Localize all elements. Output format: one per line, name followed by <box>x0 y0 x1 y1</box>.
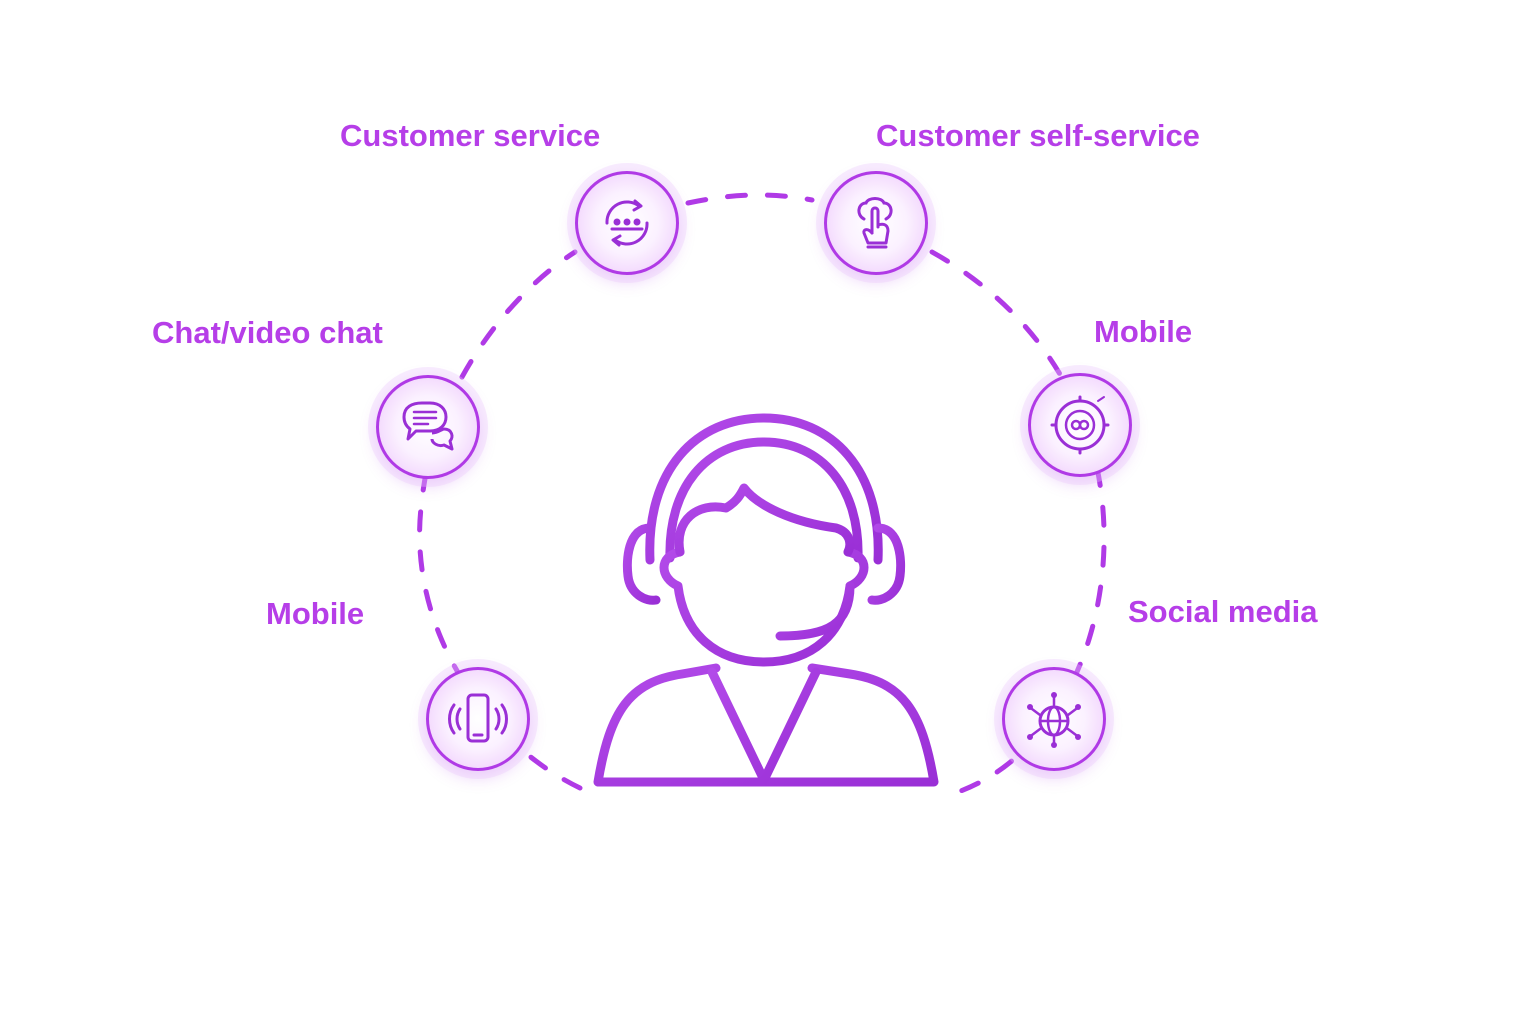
speech-bubbles-icon <box>402 401 454 451</box>
label-mobile-left: Mobile <box>266 596 365 631</box>
customer-support-agent-headset-icon <box>593 413 939 787</box>
node-mobile-right[interactable] <box>1028 373 1132 477</box>
label-social-media: Social media <box>1128 594 1318 629</box>
label-customer-self-service: Customer self-service <box>876 118 1200 153</box>
ring-arc-top <box>685 192 815 206</box>
label-mobile-right: Mobile <box>1094 314 1193 349</box>
target-circle-icon <box>1050 395 1110 455</box>
chat-sync-arrows-icon <box>605 199 649 247</box>
vibrating-phone-icon <box>448 693 508 743</box>
node-mobile-left[interactable] <box>426 667 530 771</box>
node-chat-video-chat[interactable] <box>376 375 480 479</box>
label-customer-service: Customer service <box>340 118 601 153</box>
node-customer-service[interactable] <box>575 171 679 275</box>
label-chat-video-chat: Chat/video chat <box>152 315 383 350</box>
hand-touch-icon <box>857 197 893 249</box>
globe-network-icon <box>1027 692 1081 748</box>
node-customer-self-service[interactable] <box>824 171 928 275</box>
node-social-media[interactable] <box>1002 667 1106 771</box>
